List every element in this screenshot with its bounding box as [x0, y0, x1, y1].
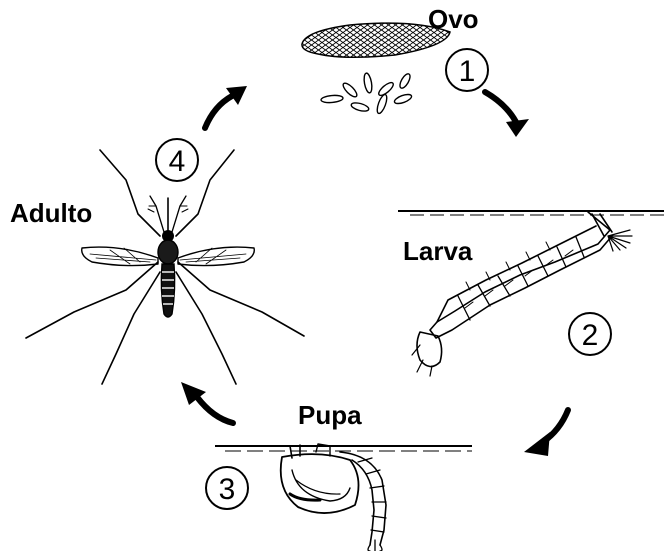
arrow-adult-to-egg — [205, 86, 247, 128]
arrow-egg-to-larva — [485, 92, 529, 137]
single-eggs-illustration — [321, 72, 413, 114]
stage-label-larva: Larva — [403, 236, 473, 266]
step-number-1: 1 — [459, 55, 476, 88]
step-4-badge: 4 — [156, 139, 198, 181]
step-number-4: 4 — [169, 145, 186, 178]
arrow-pupa-to-adult — [181, 382, 233, 423]
arrow-larva-to-pupa — [524, 410, 568, 456]
adult-mosquito-illustration — [26, 150, 304, 384]
step-2-badge: 2 — [569, 313, 611, 355]
pupa-illustration — [215, 444, 472, 551]
step-number-3: 3 — [219, 473, 236, 506]
stage-label-pupa: Pupa — [298, 400, 362, 430]
step-number-2: 2 — [582, 319, 599, 352]
egg-raft-illustration — [302, 23, 450, 57]
step-3-badge: 3 — [206, 467, 248, 509]
stage-label-adult: Adulto — [10, 198, 92, 228]
step-1-badge: 1 — [446, 49, 488, 91]
